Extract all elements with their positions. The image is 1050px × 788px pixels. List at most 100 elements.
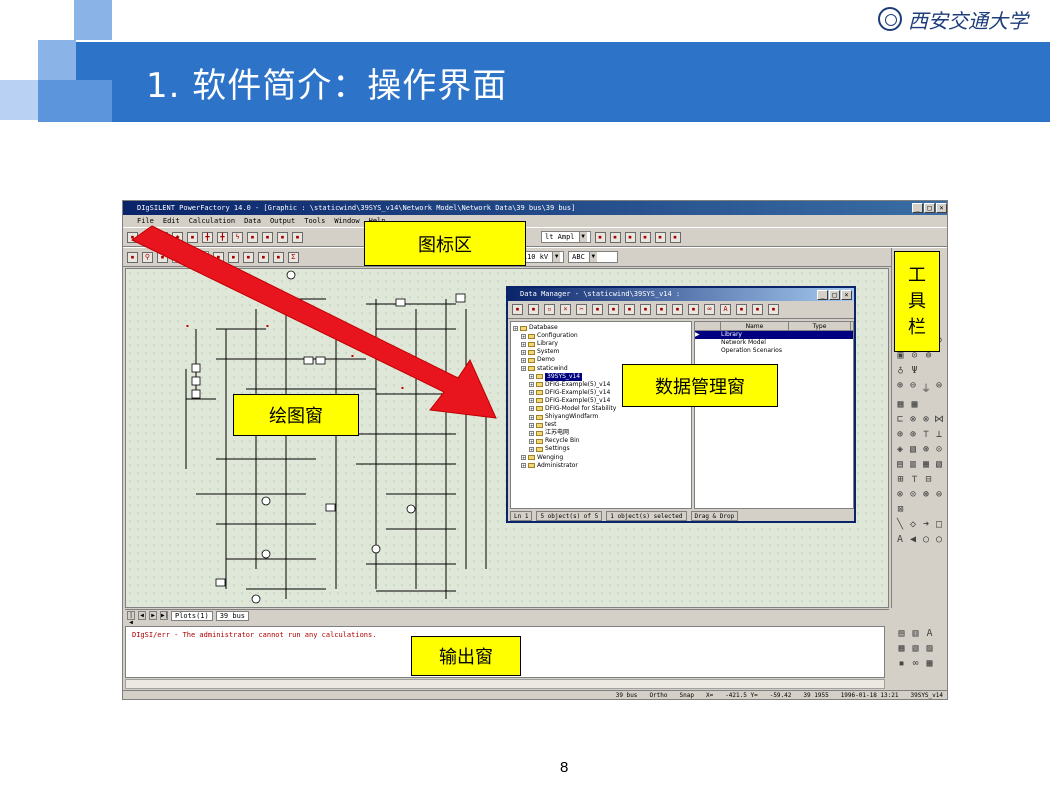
tool-icon[interactable]: ♁ — [897, 365, 904, 376]
tool-icon[interactable]: ⊚ — [925, 350, 932, 361]
restore-button[interactable]: □ — [924, 203, 935, 213]
toolbar-icon[interactable]: ▪ — [277, 231, 288, 243]
status-item[interactable]: Ortho — [649, 692, 668, 699]
tool-icon[interactable]: ⊠ — [897, 504, 904, 515]
close-button[interactable]: × — [841, 290, 852, 300]
tool-icon[interactable]: ⊛ — [922, 444, 930, 455]
table-row[interactable]: Network Model — [695, 339, 853, 347]
toolbar-icon[interactable]: ▪ — [127, 251, 138, 263]
phase-combo[interactable]: ABC▼ — [568, 251, 619, 263]
tool-icon[interactable]: ⊏ — [896, 414, 904, 425]
toolbar-icon[interactable]: ◆ — [172, 231, 183, 243]
tree-item[interactable]: +Configuration — [513, 332, 689, 340]
tool-icon[interactable]: ▥ — [912, 628, 919, 639]
tool-icon[interactable]: ◇ — [909, 519, 917, 530]
tree-item[interactable]: +Administrator — [513, 462, 689, 470]
toolbar-icon[interactable]: ▪ — [262, 231, 273, 243]
menu-output[interactable]: Output — [269, 217, 296, 225]
toolbar-icon[interactable]: ▪ — [247, 231, 258, 243]
expand-icon[interactable]: + — [521, 341, 526, 347]
tool-icon[interactable]: ⊜ — [935, 489, 943, 500]
voltage-combo[interactable]: 110 kV▼ — [518, 251, 565, 263]
tool-icon[interactable]: ▤ — [896, 459, 904, 470]
expand-icon[interactable]: + — [529, 382, 534, 388]
toolbar-icon[interactable]: ▪ — [272, 251, 284, 263]
tree-item[interactable]: +39SYS_v14 — [513, 371, 689, 382]
tool-icon[interactable]: ▥ — [909, 459, 917, 470]
toolbar-icon[interactable]: ▪ — [624, 304, 635, 315]
tool-icon[interactable]: ⊕ — [896, 380, 904, 391]
tree-item[interactable]: +DFIG-Model for Stability — [513, 405, 689, 413]
prev-page-button[interactable]: ◀ — [138, 611, 146, 620]
text-tool-icon[interactable]: A — [926, 628, 933, 639]
expand-icon[interactable]: + — [529, 414, 534, 420]
tool-icon[interactable]: ⊝ — [935, 444, 943, 455]
binoculars-icon[interactable]: ∞ — [912, 658, 919, 669]
first-page-button[interactable]: |◀ — [127, 611, 135, 626]
expand-icon[interactable]: + — [529, 406, 534, 412]
expand-icon[interactable]: + — [529, 374, 534, 380]
folder-icon[interactable]: ▪ — [512, 304, 523, 315]
tool-icon[interactable]: ⊟ — [925, 474, 932, 485]
menu-tools[interactable]: Tools — [304, 217, 326, 225]
text-tool-icon[interactable]: A — [896, 534, 904, 545]
toolbar-icon[interactable]: ◆ — [157, 231, 168, 243]
expand-icon[interactable]: + — [529, 430, 534, 436]
save-icon[interactable]: ▪ — [768, 304, 779, 315]
binoculars-icon[interactable]: ∞ — [704, 304, 715, 315]
last-page-button[interactable]: ▶| — [160, 611, 169, 620]
toolbar-icon[interactable]: ▪ — [672, 304, 683, 315]
expand-icon[interactable]: + — [529, 446, 534, 452]
data-manager-grid[interactable]: Name Type ▶Library Network Model Operati… — [694, 321, 854, 509]
tool-icon[interactable]: ▧ — [935, 459, 943, 470]
tree-item[interactable]: +test — [513, 421, 689, 429]
expand-icon[interactable]: + — [529, 422, 534, 428]
toolbar-icon[interactable]: ▪ — [639, 231, 651, 243]
toolbar-icon[interactable]: ▪ — [752, 304, 763, 315]
menu-data[interactable]: Data — [244, 217, 261, 225]
minimize-button[interactable]: _ — [817, 290, 828, 300]
calc-mode-combo[interactable]: lt Ampl▼ — [541, 231, 591, 243]
menu-edit[interactable]: Edit — [162, 217, 180, 225]
line-tool-icon[interactable]: ╲ — [896, 519, 904, 530]
tool-icon[interactable]: ⊖ — [909, 380, 917, 391]
toolbar-icon[interactable]: ▪ — [257, 251, 269, 263]
expand-icon[interactable]: + — [521, 357, 526, 363]
toolbar-icon[interactable]: ▪ — [594, 231, 606, 243]
next-page-button[interactable]: ▶ — [149, 611, 157, 620]
tree-item[interactable]: +Demo — [513, 356, 689, 364]
circle-tool-icon[interactable]: ○ — [935, 534, 943, 545]
status-item[interactable]: Snap — [679, 692, 694, 699]
output-scrollbar[interactable] — [125, 679, 885, 689]
tab-plots[interactable]: Plots(1) — [171, 610, 213, 621]
toolbar-icon[interactable]: ▪ — [624, 231, 636, 243]
grid-header-type[interactable]: Type — [789, 322, 851, 330]
tool-icon[interactable]: ⊕ — [896, 429, 904, 440]
tree-item[interactable]: +DFIG-Example(5)_v14 — [513, 381, 689, 389]
toolbar-icon[interactable]: ▪ — [227, 251, 239, 263]
tool-icon[interactable]: ⊞ — [897, 474, 904, 485]
maximize-button[interactable]: □ — [829, 290, 840, 300]
tool-icon[interactable]: ⊙ — [909, 489, 917, 500]
toolbar-icon[interactable]: ▪ — [654, 231, 666, 243]
delete-icon[interactable]: × — [560, 304, 571, 315]
tree-item[interactable]: +Database — [513, 324, 689, 332]
arrow-tool-icon[interactable]: ➜ — [922, 519, 930, 530]
tree-item[interactable]: +DFIG-Example(5)_v14 — [513, 389, 689, 397]
toolbar-icon[interactable]: ▪ — [656, 304, 667, 315]
tool-icon[interactable]: ⊙ — [911, 350, 918, 361]
toolbar-icon[interactable]: Σ — [287, 251, 299, 263]
tree-item[interactable]: +江苏电网 — [513, 429, 689, 437]
toolbar-icon[interactable]: ▪ — [187, 231, 198, 243]
toolbar-icon[interactable]: ╋ — [202, 231, 213, 243]
tool-icon[interactable]: ⋈ — [934, 414, 944, 425]
table-row[interactable]: ▶Library — [695, 331, 853, 339]
tool-icon[interactable]: ⊕ — [909, 429, 917, 440]
tree-item[interactable]: +DFIG-Example(5)_v14 — [513, 397, 689, 405]
tool-icon[interactable]: ▣ — [897, 350, 904, 361]
tool-icon[interactable]: ⊥ — [935, 429, 943, 440]
copy-icon[interactable]: ▪ — [592, 304, 603, 315]
toolbar-icon[interactable]: ▪ — [157, 251, 168, 263]
toolbar-icon[interactable]: ▪ — [127, 231, 138, 243]
expand-icon[interactable]: + — [521, 455, 526, 461]
